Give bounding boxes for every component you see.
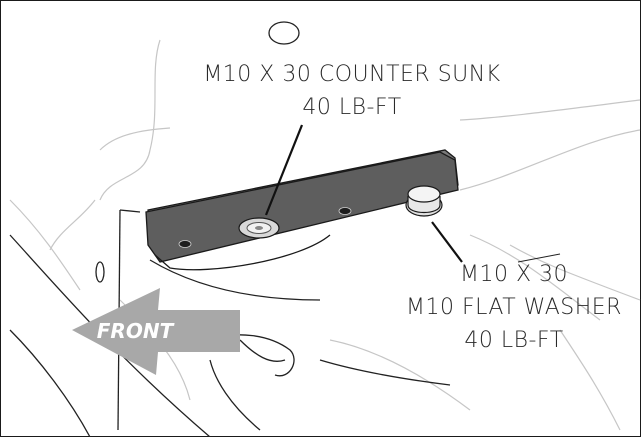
leader-line-washer — [431, 221, 463, 263]
callout-washer-torque: 40 LB-FT — [464, 328, 564, 353]
callout-washer-part: M10 FLAT WASHER — [406, 295, 622, 320]
bracket-hole-left — [178, 240, 192, 248]
bracket — [145, 149, 459, 271]
callout-countersunk: M10 X 30 COUNTER SUNK 40 LB-FT — [162, 58, 542, 124]
front-arrow-label: FRONT — [97, 319, 175, 343]
front-arrow: FRONT — [72, 288, 240, 375]
leader-line-countersunk — [264, 124, 304, 216]
callout-washer-spec: M10 X 30 — [459, 262, 569, 287]
washer-bolt — [405, 185, 443, 217]
front-arrow-shape — [72, 288, 240, 375]
hole-top — [268, 21, 300, 45]
callout-countersunk-torque: 40 LB-FT — [302, 95, 402, 120]
callout-washer: M10 X 30 M10 FLAT WASHER 40 LB-FT — [380, 258, 641, 357]
callout-countersunk-spec: M10 X 30 COUNTER SUNK — [203, 62, 501, 87]
bracket-front-face — [145, 151, 459, 263]
bracket-hole-mid — [338, 207, 352, 215]
